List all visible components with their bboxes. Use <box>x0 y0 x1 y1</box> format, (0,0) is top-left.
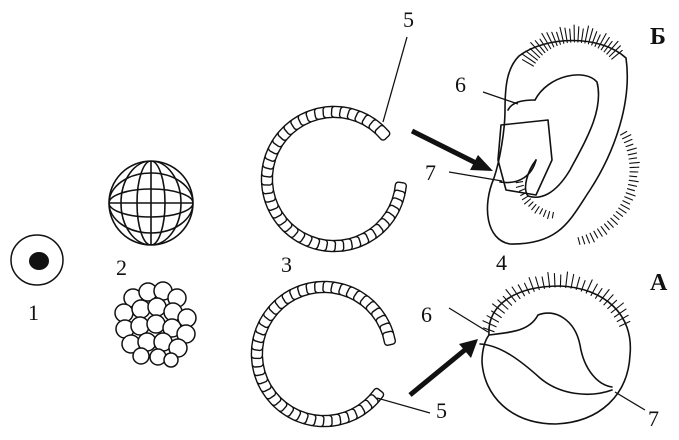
zygote-cell <box>11 235 63 285</box>
blastomere-cell <box>382 331 396 346</box>
label-6-bottom: 6 <box>421 302 432 327</box>
label-7-top: 7 <box>425 160 436 185</box>
letter-b: Б <box>650 24 666 50</box>
blastula-ring-top <box>261 106 406 252</box>
gastrula-a <box>480 272 630 424</box>
arrow-bottom <box>410 339 478 395</box>
label-4: 4 <box>496 250 507 275</box>
blastula-ring-bottom <box>251 281 396 427</box>
label-6-top: 6 <box>455 72 466 97</box>
label-5-bottom: 5 <box>436 398 447 423</box>
gastrula-b <box>487 25 639 244</box>
label-5-top: 5 <box>403 7 414 32</box>
label-2: 2 <box>116 255 127 280</box>
label-1: 1 <box>28 300 39 325</box>
morula-grid-ball <box>108 160 194 246</box>
cell-cluster <box>115 282 196 367</box>
label-3: 3 <box>281 252 292 277</box>
label-7-bottom: 7 <box>648 406 659 431</box>
letter-a: А <box>650 270 668 296</box>
